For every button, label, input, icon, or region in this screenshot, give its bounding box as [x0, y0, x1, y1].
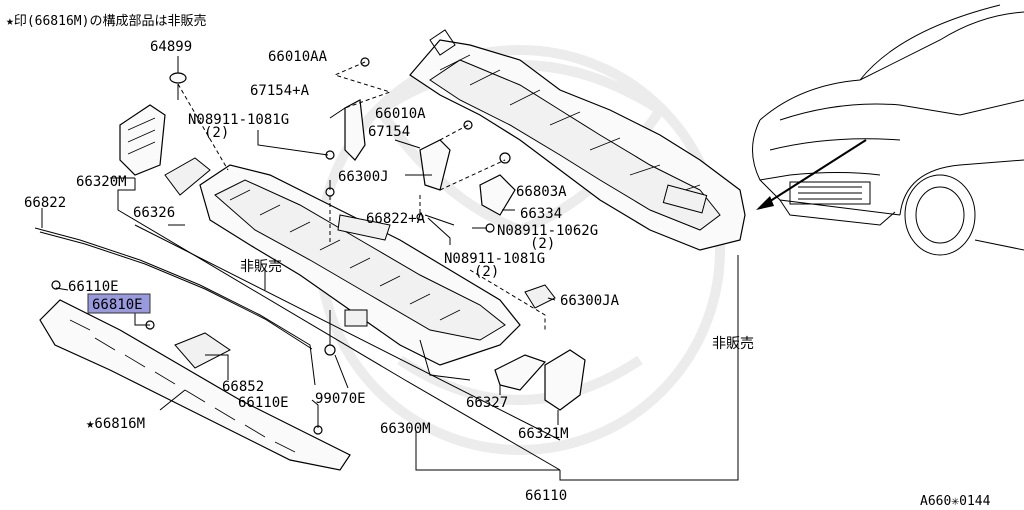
bracket-67154 [419, 139, 451, 191]
label-not-sold-2: 非販売 [712, 336, 754, 352]
label-66320M: 66320M [76, 174, 127, 190]
clip-64899 [169, 72, 187, 84]
bracket-66803A [479, 174, 516, 216]
leader-lines [41, 56, 739, 481]
label-66010AA: 66010AA [268, 49, 328, 65]
label-66327: 66327 [466, 395, 508, 411]
label-08911-1062G: N08911-1062G [497, 223, 598, 239]
figure-code: A660✳0144 [920, 494, 991, 509]
label-66822A: 66822+A [366, 211, 426, 227]
label-66816M: ★66816M [86, 416, 145, 432]
label-66010A: 66010A [375, 106, 426, 122]
seal-66822A [337, 214, 391, 241]
label-qty-top: (2) [204, 125, 229, 141]
bracket-66320M [119, 104, 166, 176]
cowl-lower-66816M [39, 299, 351, 471]
label-08911-1081G-mid: N08911-1081G [444, 251, 545, 267]
label-67154: 67154 [368, 124, 410, 140]
label-66300M: 66300M [380, 421, 431, 437]
header-note: ★印(66816M)の構成部品は非販売 [6, 13, 206, 29]
label-66110: 66110 [525, 488, 567, 504]
label-66110E-top: 66110E [68, 279, 119, 295]
label-64899: 64899 [150, 39, 192, 55]
clip-66110E-top [51, 280, 61, 290]
label-66803A: 66803A [516, 184, 567, 200]
label-66321M: 66321M [518, 426, 569, 442]
bracket-66321M [544, 349, 586, 411]
label-66822: 66822 [24, 195, 66, 211]
label-66300JA: 66300JA [560, 293, 620, 309]
car-illustration [752, 4, 1024, 256]
label-qty-mid: (2) [474, 264, 499, 280]
label-66326: 66326 [133, 205, 175, 221]
label-66110E-bottom: 66110E [238, 395, 289, 411]
grommet-66300JA [524, 284, 556, 309]
label-08911-1081G-top: N08911-1081G [188, 112, 289, 128]
cowl-panel-center [199, 164, 521, 381]
label-67154A: 67154+A [250, 83, 310, 99]
highlight-66810E [87, 293, 151, 314]
cowl-top-upper [409, 29, 746, 251]
bracket-66327 [494, 354, 547, 391]
grommet-99070E [324, 344, 336, 356]
label-99070E: 99070E [315, 391, 366, 407]
label-66810E: 66810E [92, 297, 143, 313]
seal-66822 [34, 227, 316, 386]
label-66852: 66852 [222, 379, 264, 395]
label-66300J: 66300J [338, 169, 389, 185]
label-qty-1062G: (2) [530, 236, 555, 252]
nut-08911-1062G [485, 223, 495, 233]
bracket-67154A [344, 99, 366, 161]
nut-08911-mid [416, 213, 424, 221]
label-not-sold-1: 非販売 [240, 259, 282, 275]
seal-66852 [174, 332, 231, 369]
pad-66326 [164, 157, 211, 196]
clip-66803A-top [499, 152, 511, 164]
part-labels: 64899 66010AA 67154+A N08911-1081G (2) 6… [24, 39, 754, 504]
label-66334: 66334 [520, 206, 562, 222]
